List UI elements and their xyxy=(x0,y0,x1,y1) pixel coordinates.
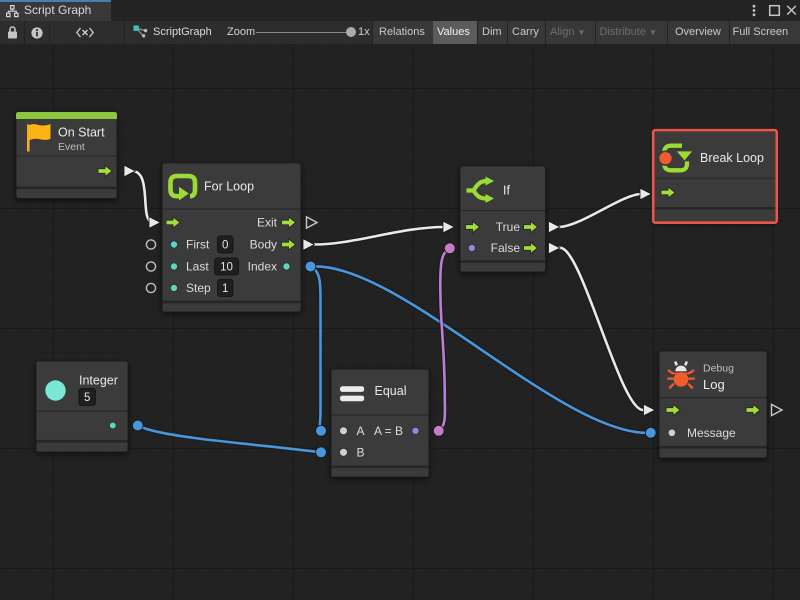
svg-text:Debug: Debug xyxy=(703,363,734,375)
svg-text:B: B xyxy=(357,446,365,460)
svg-text:First: First xyxy=(186,238,210,252)
svg-text:A = B: A = B xyxy=(374,424,403,438)
svg-text:Event: Event xyxy=(58,141,85,153)
svg-text:False: False xyxy=(491,241,521,255)
svg-text:Break Loop: Break Loop xyxy=(700,151,764,165)
svg-text:Message: Message xyxy=(687,426,736,440)
svg-text:5: 5 xyxy=(84,392,90,404)
svg-text:On Start: On Start xyxy=(58,126,105,140)
svg-text:Step: Step xyxy=(186,281,211,295)
svg-text:Equal: Equal xyxy=(375,384,407,398)
svg-text:Exit: Exit xyxy=(257,216,278,230)
svg-text:If: If xyxy=(503,184,510,198)
svg-text:For Loop: For Loop xyxy=(204,180,254,194)
svg-text:1: 1 xyxy=(222,283,228,295)
svg-text:Index: Index xyxy=(248,260,277,274)
svg-text:0: 0 xyxy=(222,240,228,252)
svg-text:Body: Body xyxy=(250,238,277,252)
svg-text:A: A xyxy=(357,424,365,438)
svg-text:Integer: Integer xyxy=(79,374,118,388)
svg-text:10: 10 xyxy=(220,262,233,274)
svg-text:Last: Last xyxy=(186,260,209,274)
svg-text:Log: Log xyxy=(703,377,725,392)
svg-text:True: True xyxy=(496,220,521,234)
